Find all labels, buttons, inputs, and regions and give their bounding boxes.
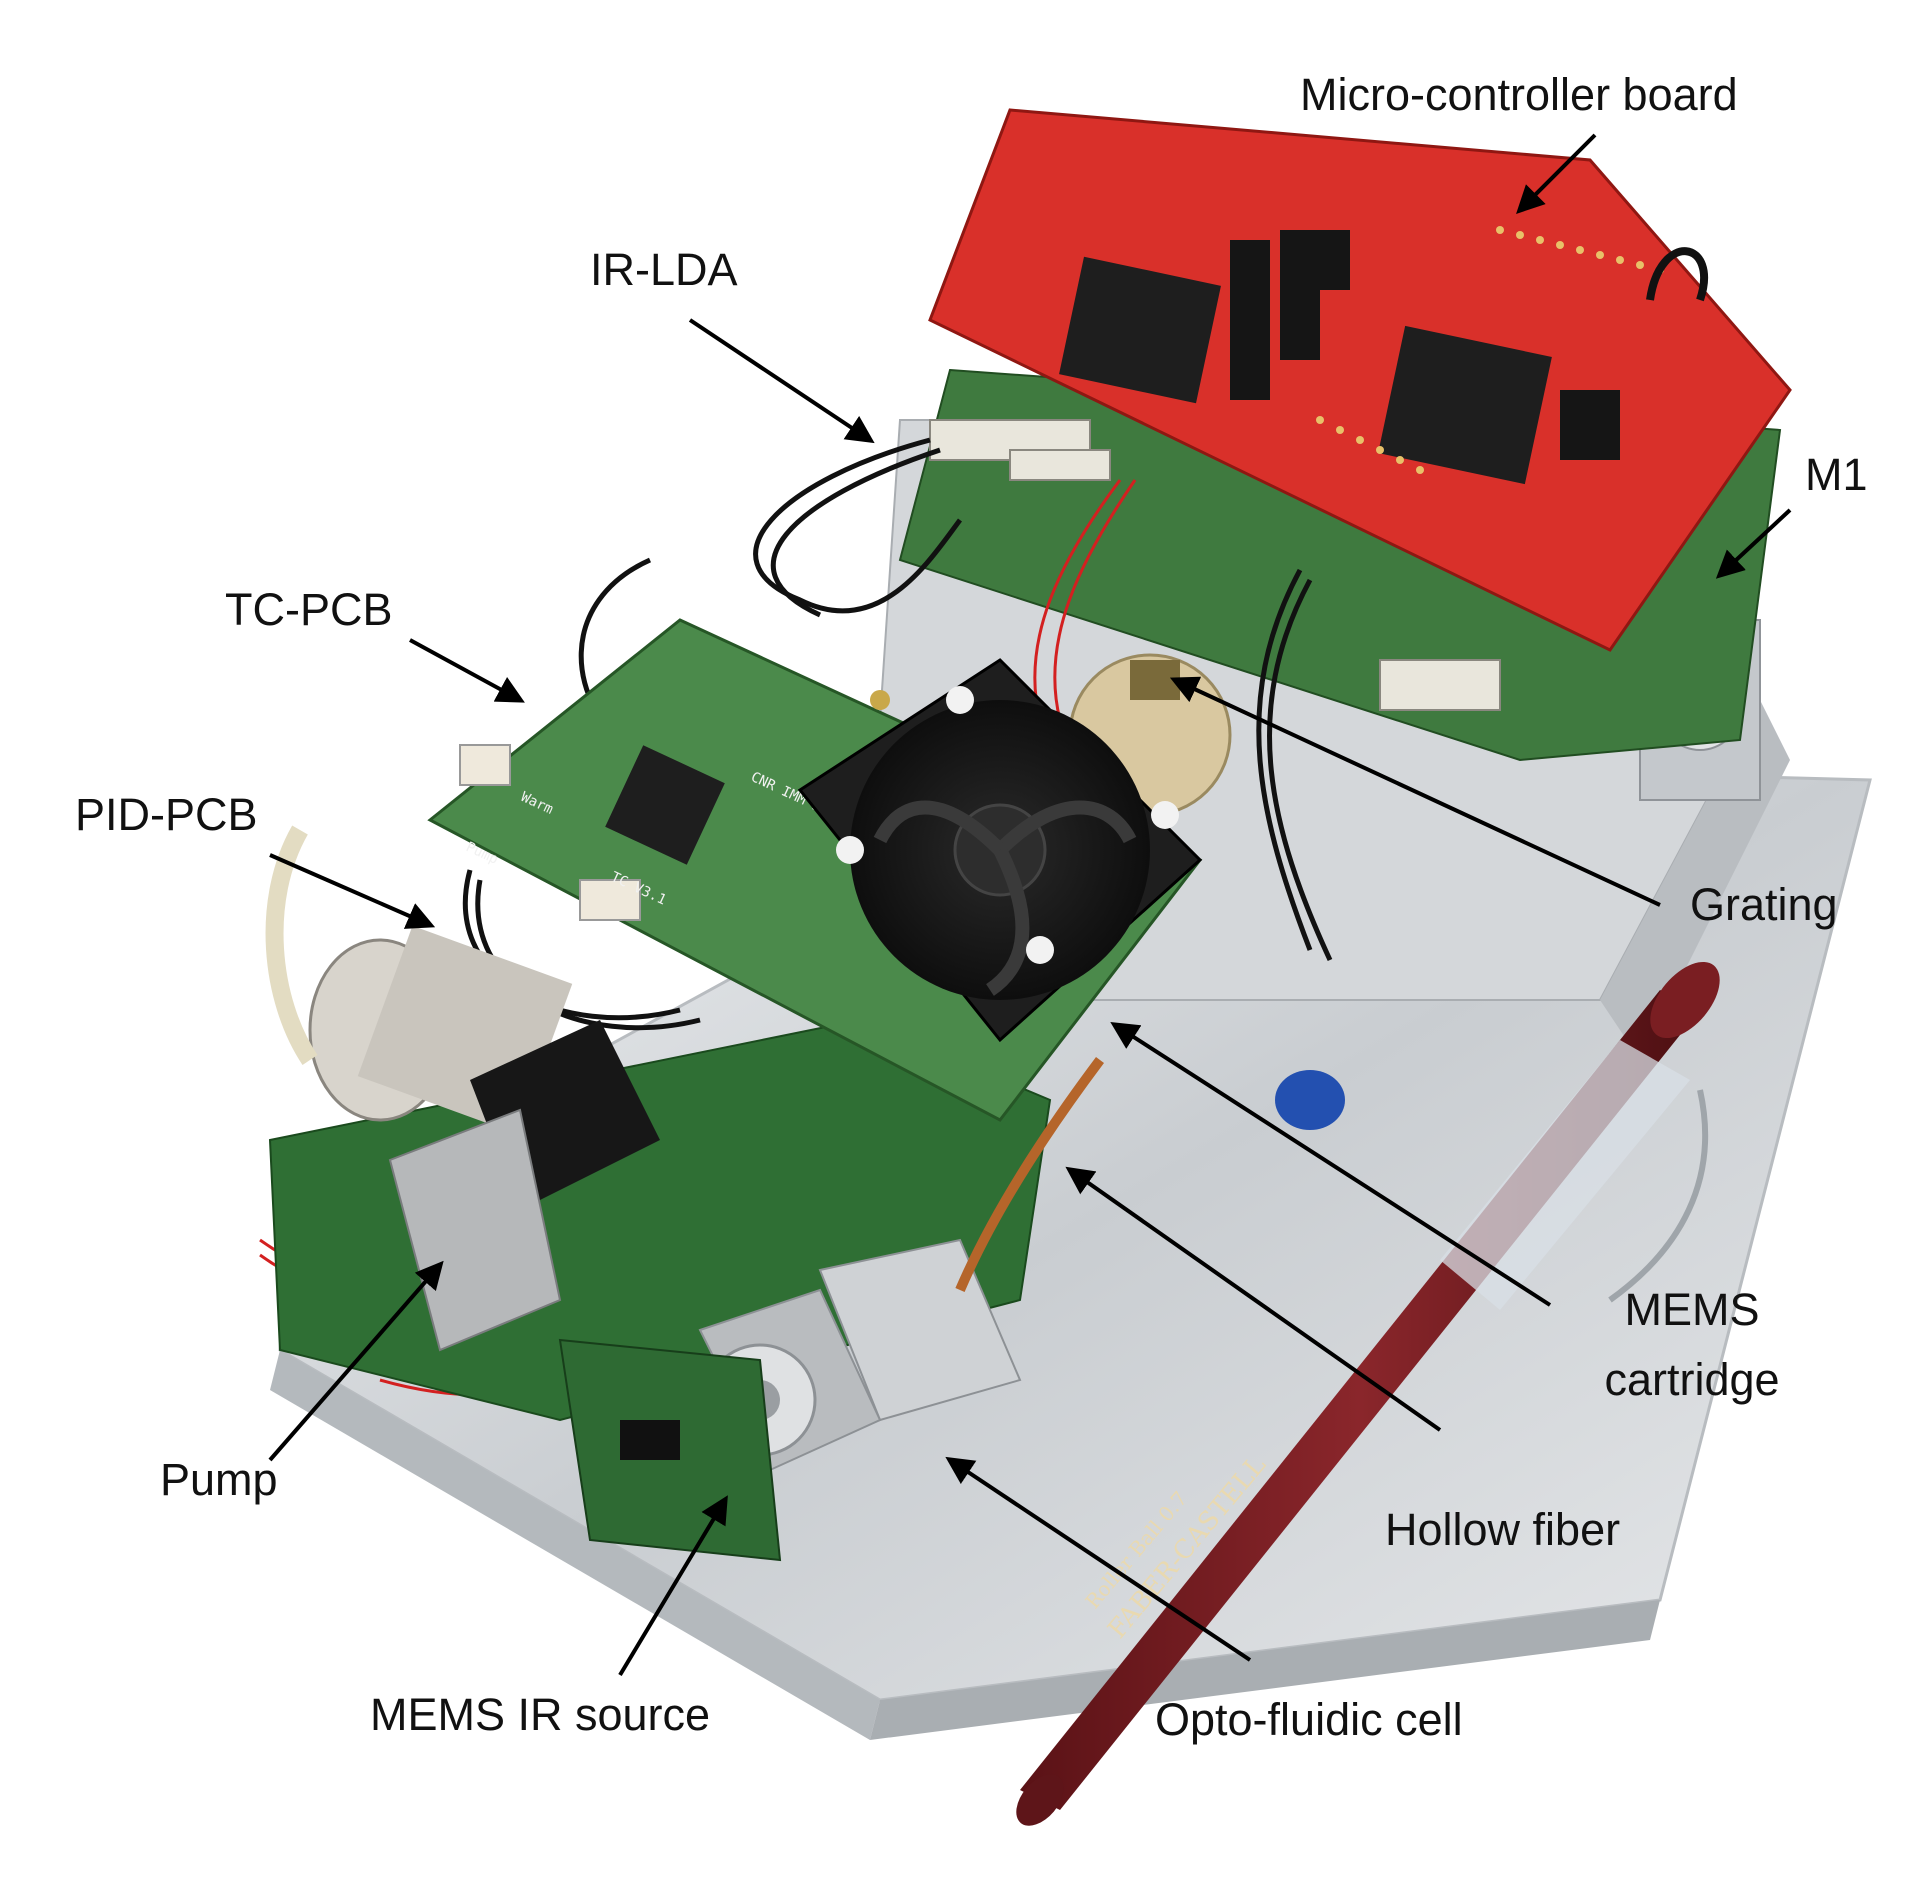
label-pump: Pump [160, 1454, 278, 1505]
blue-fitting [1275, 1070, 1345, 1130]
arrow-hollow-fiber [1065, 1166, 1442, 1432]
cooling-fan [797, 658, 1203, 1043]
label-micro-controller-board: Micro-controller board [1300, 69, 1738, 120]
mems-ir-source [558, 1338, 782, 1562]
hollow-fiber [955, 1057, 1105, 1292]
label-mems-ir-source: MEMS IR source [370, 1689, 711, 1740]
arrow-ir-lda [688, 318, 875, 444]
label-grating: Grating [1690, 879, 1838, 930]
arrow-mems-cartridge [1110, 1021, 1552, 1307]
label-m1: M1 [1805, 449, 1868, 500]
arrow-mems-ir-source [618, 1495, 728, 1677]
arrow-opto-fluidic [945, 1456, 1252, 1662]
label-mems-cartridge-line1: MEMS [1624, 1284, 1760, 1335]
arrow-m1 [1715, 508, 1792, 579]
label-pid-pcb: PID-PCB [75, 789, 258, 840]
label-hollow-fiber: Hollow fiber [1385, 1504, 1621, 1555]
pump [265, 825, 660, 1352]
label-ir-lda: IR-LDA [590, 244, 738, 295]
arrow-pid-pcb [269, 853, 436, 929]
arrow-grating [1169, 676, 1661, 907]
arrow-micro-controller [1516, 133, 1597, 214]
label-mems-cartridge-line2: cartridge [1604, 1354, 1780, 1405]
label-opto-fluidic-cell: Opto-fluidic cell [1155, 1694, 1463, 1745]
annotation-arrows [268, 133, 1792, 1677]
label-tc-pcb: TC-PCB [225, 584, 393, 635]
arrow-pump [268, 1260, 444, 1462]
micro-controller-board [928, 108, 1792, 652]
arrow-tc-pcb [409, 638, 525, 703]
